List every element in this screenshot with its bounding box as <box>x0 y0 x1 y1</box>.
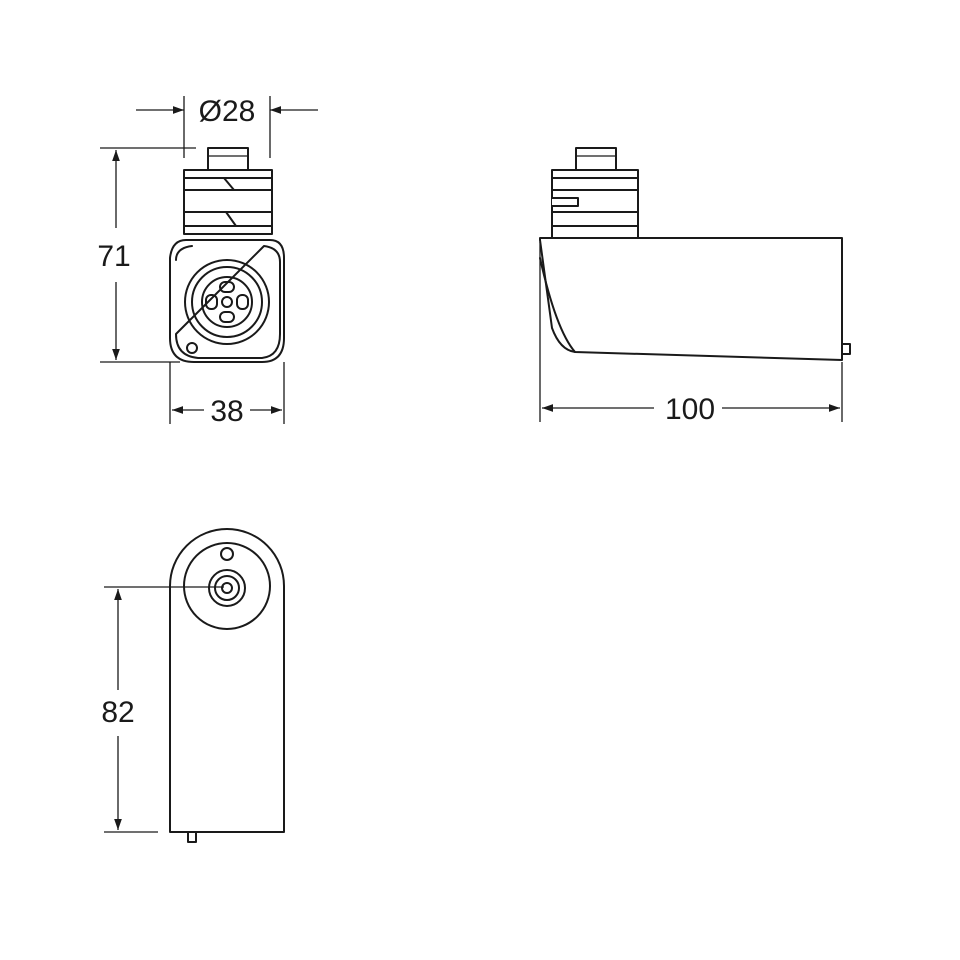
width-front-label: 38 <box>210 395 243 428</box>
bottom-outlet-ring <box>183 542 271 630</box>
dimension-diameter: Ø28 <box>136 95 318 158</box>
screw-icon <box>186 342 198 354</box>
dimension-height-bottom: 82 <box>101 586 224 833</box>
dimension-width-front: 38 <box>169 362 285 428</box>
front-cap <box>207 147 249 171</box>
bottom-view <box>169 528 285 843</box>
side-cap <box>575 147 617 171</box>
dimension-length-side: 100 <box>539 242 843 426</box>
bottom-pin <box>187 831 197 843</box>
dimension-height-front: 71 <box>97 147 196 363</box>
spout-body <box>539 237 843 361</box>
side-pin <box>841 343 851 355</box>
side-view <box>539 147 851 361</box>
height-front-label: 71 <box>97 240 130 273</box>
diameter-label: Ø28 <box>199 95 256 128</box>
front-view <box>169 147 285 363</box>
bottom-screw-icon <box>220 547 234 561</box>
bottom-body <box>169 528 285 833</box>
height-bottom-label: 82 <box>101 696 134 729</box>
front-collar <box>183 169 273 235</box>
length-side-label: 100 <box>665 393 715 426</box>
aerator-outer-ring <box>184 259 270 345</box>
